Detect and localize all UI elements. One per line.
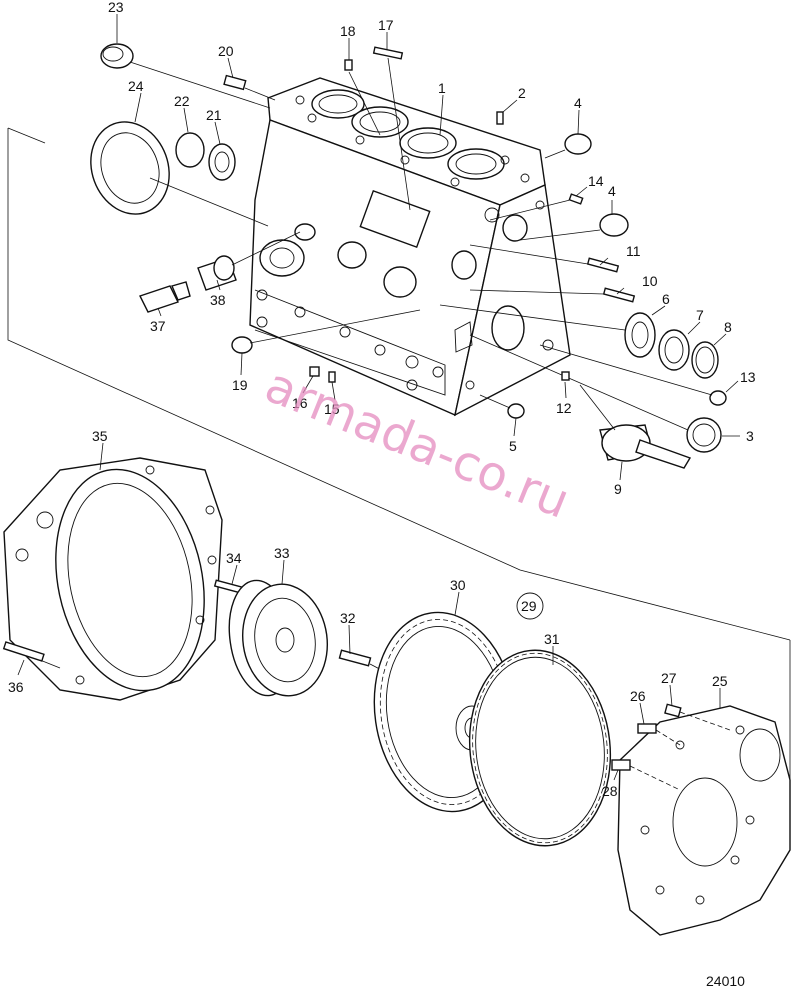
part-14-dowel [489, 193, 584, 221]
label-23: 23 [108, 0, 124, 15]
label-33: 33 [274, 545, 290, 561]
label-18: 18 [340, 23, 356, 39]
label-14: 14 [588, 173, 604, 189]
part-3-bushing [469, 334, 722, 453]
part-24-seal [90, 121, 269, 227]
part-33-damper [228, 579, 329, 697]
label-12: 12 [556, 400, 572, 416]
part-16-pin [309, 366, 320, 377]
part-28-bolt [611, 759, 681, 791]
part-26-bolt [637, 723, 681, 746]
part-31-ring-gear [468, 649, 612, 847]
label-19: 19 [232, 377, 248, 393]
part-17-stud [372, 46, 411, 211]
part-23-plug [100, 43, 271, 109]
label-13: 13 [740, 369, 756, 385]
label-leaders [17, 14, 740, 781]
part-25-plate [617, 705, 791, 936]
label-3: 3 [746, 428, 754, 444]
part-38-adapter [197, 231, 301, 291]
label-15: 15 [324, 401, 340, 417]
label-9: 9 [614, 481, 622, 497]
part-20-pin [223, 74, 276, 101]
label-20: 20 [218, 43, 234, 59]
label-38: 38 [210, 292, 226, 308]
label-30: 30 [450, 577, 466, 593]
label-31: 31 [544, 631, 560, 647]
reference-number: 24010 [706, 973, 745, 989]
part-8-ring [691, 341, 719, 379]
label-29: 29 [521, 598, 537, 614]
part-number-labels: 1 2 4 4 14 11 10 6 7 8 13 3 9 5 12 15 16… [8, 0, 756, 799]
label-29-ring [516, 592, 544, 620]
label-25: 25 [712, 673, 728, 689]
part-7-bearing [658, 329, 690, 371]
engine-block [249, 77, 571, 417]
label-8: 8 [724, 319, 732, 335]
label-6: 6 [662, 291, 670, 307]
label-22: 22 [174, 93, 190, 109]
label-4b: 4 [608, 183, 616, 199]
label-16: 16 [292, 395, 308, 411]
part-27-pin [664, 703, 731, 731]
label-35: 35 [92, 428, 108, 444]
part-6-bearing [439, 304, 656, 358]
label-17: 17 [378, 17, 394, 33]
part-22-bushing [175, 132, 205, 168]
label-1: 1 [438, 80, 446, 96]
label-2: 2 [518, 85, 526, 101]
label-21: 21 [206, 107, 222, 123]
part-36-bolt [2, 641, 61, 669]
label-36: 36 [8, 679, 24, 695]
flywheel-housing [3, 457, 223, 701]
label-37: 37 [150, 318, 166, 334]
label-11: 11 [626, 243, 641, 259]
label-32: 32 [340, 610, 356, 626]
label-34: 34 [226, 550, 242, 566]
part-18-dowel [344, 59, 381, 136]
part-4-plug-side [519, 213, 629, 241]
label-4a: 4 [574, 95, 582, 111]
part-21-bearing [208, 143, 236, 181]
label-26: 26 [630, 688, 646, 704]
part-13-plug [539, 344, 727, 406]
label-24: 24 [128, 78, 144, 94]
part-37-sensor [139, 281, 191, 313]
part-4-plug-top [544, 133, 592, 159]
part-12-pin [561, 371, 570, 381]
part-9-shaft [579, 384, 692, 469]
label-28: 28 [602, 783, 618, 799]
part-2-pin [496, 111, 504, 125]
label-10: 10 [642, 273, 658, 289]
label-27: 27 [661, 670, 677, 686]
label-7: 7 [696, 307, 704, 323]
label-5: 5 [509, 438, 517, 454]
